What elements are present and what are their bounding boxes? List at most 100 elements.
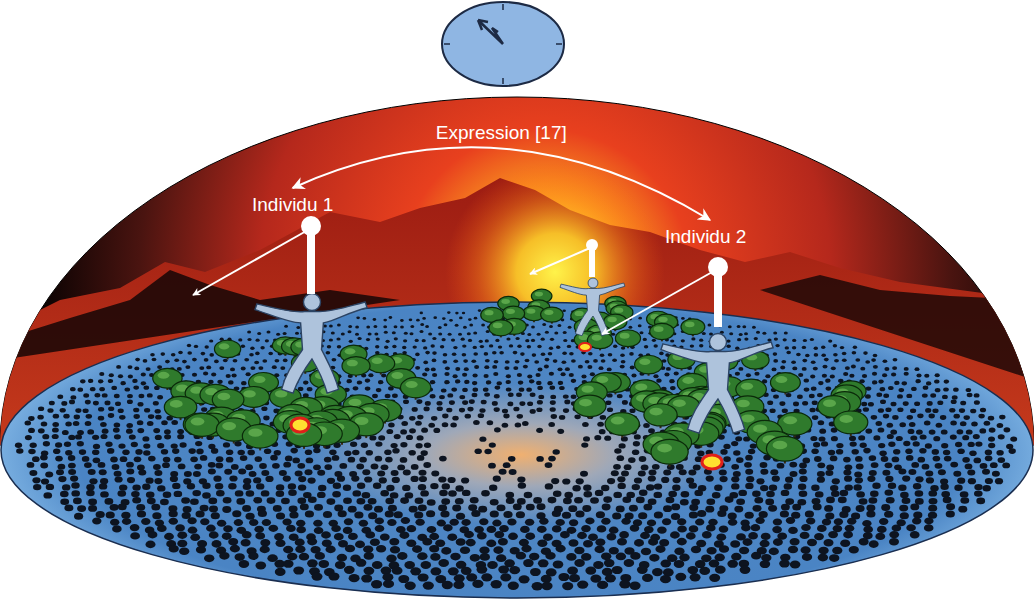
tree-dot [60, 498, 69, 505]
tree-dot [729, 332, 733, 335]
tree-dot [453, 359, 458, 363]
tree-dot [674, 372, 679, 376]
tree-dot [467, 407, 473, 412]
tree-dot [851, 365, 856, 369]
tree-dot [373, 483, 381, 489]
tree-dot [102, 393, 108, 397]
tree-dot [153, 401, 159, 406]
tree-dot [164, 429, 171, 434]
tree-dot [464, 367, 469, 371]
tree-dot [988, 416, 994, 421]
tree-dot [488, 463, 496, 469]
tree-dot [673, 477, 681, 483]
tree-dot [98, 416, 104, 421]
tree-dot [663, 470, 671, 476]
tree-dot [517, 477, 525, 483]
tree-dot [817, 471, 825, 477]
tree-dot [569, 352, 574, 356]
tree-dot [148, 414, 154, 419]
tree-dot [545, 358, 550, 362]
tree-dot [712, 492, 721, 498]
tree-dot [417, 415, 423, 420]
tree-dot [366, 450, 373, 456]
tree-dot [802, 367, 807, 371]
tree-dot [153, 464, 161, 470]
tree-dot [394, 325, 398, 328]
tree-dot [418, 484, 426, 490]
tree-dot [495, 386, 501, 390]
tree-dot [479, 408, 485, 413]
tree-dot [380, 490, 389, 496]
tree-dot [550, 386, 556, 390]
tree-dot [471, 360, 476, 364]
tree-dot [856, 464, 864, 470]
tree-dot [621, 471, 629, 477]
tree-dot [484, 365, 489, 369]
tree-dot [506, 380, 511, 384]
tree-dot [425, 351, 430, 355]
tree-dot [392, 477, 400, 483]
tree-dot [138, 469, 146, 475]
tree-dot [29, 470, 37, 476]
tree-dot [974, 393, 980, 397]
tree-dot [810, 436, 817, 441]
tree-dot [723, 444, 730, 449]
tree-dot [590, 372, 595, 376]
tree-dot [284, 325, 288, 328]
tree-dot [706, 476, 714, 482]
tree-dot [936, 423, 943, 428]
tree-dot [876, 421, 883, 426]
tree-dot [881, 504, 890, 511]
tree-dot [530, 393, 536, 397]
tree-dot [448, 333, 452, 336]
tree-dot [468, 318, 472, 321]
tree-dot [884, 367, 889, 371]
tree-dot [590, 497, 599, 504]
tree-dot [148, 456, 156, 462]
tree-dot [489, 485, 497, 491]
tree-dot [261, 490, 270, 496]
tree-dot [810, 338, 814, 341]
tree-dot [332, 491, 341, 497]
tree-dot [415, 353, 420, 357]
tree-dot [122, 449, 129, 455]
tree-dot [951, 399, 957, 404]
tree-dot [568, 505, 577, 512]
tree-dot [136, 504, 145, 511]
tree-dot [93, 444, 100, 449]
tree-dot [267, 497, 276, 504]
tree-dot [886, 497, 895, 504]
tree-dot [141, 381, 146, 385]
tree-dot [105, 498, 114, 505]
tree-dot [786, 351, 791, 355]
tree-dot [442, 360, 447, 364]
tree-dot [537, 333, 541, 336]
tree-dot [676, 464, 684, 470]
tree-dot [343, 485, 351, 491]
tree-dot [941, 443, 948, 448]
tree-dot [893, 358, 898, 362]
tree-dot [114, 423, 121, 428]
tree-dot [770, 409, 776, 414]
tree-dot [865, 394, 871, 398]
tree-dot [754, 497, 763, 504]
tree-dot [952, 395, 958, 399]
tree-dot [565, 367, 570, 371]
tree-dot [249, 471, 257, 477]
tree-dot [595, 490, 604, 496]
tree-dot [571, 379, 576, 383]
tree-dot [431, 471, 439, 477]
tree-dot [997, 423, 1004, 428]
tree-dot [208, 469, 216, 475]
tree-dot [926, 477, 934, 483]
tree-dot [465, 414, 471, 419]
tree-dot [234, 441, 241, 446]
tree-dot [256, 483, 264, 489]
tree-dot [296, 326, 300, 329]
tree-dot [196, 449, 203, 455]
tree-dot [833, 353, 838, 357]
tree-dot [905, 448, 912, 454]
tree-dot [664, 373, 669, 377]
tree-dot [155, 409, 161, 414]
tree-dot [773, 394, 779, 398]
